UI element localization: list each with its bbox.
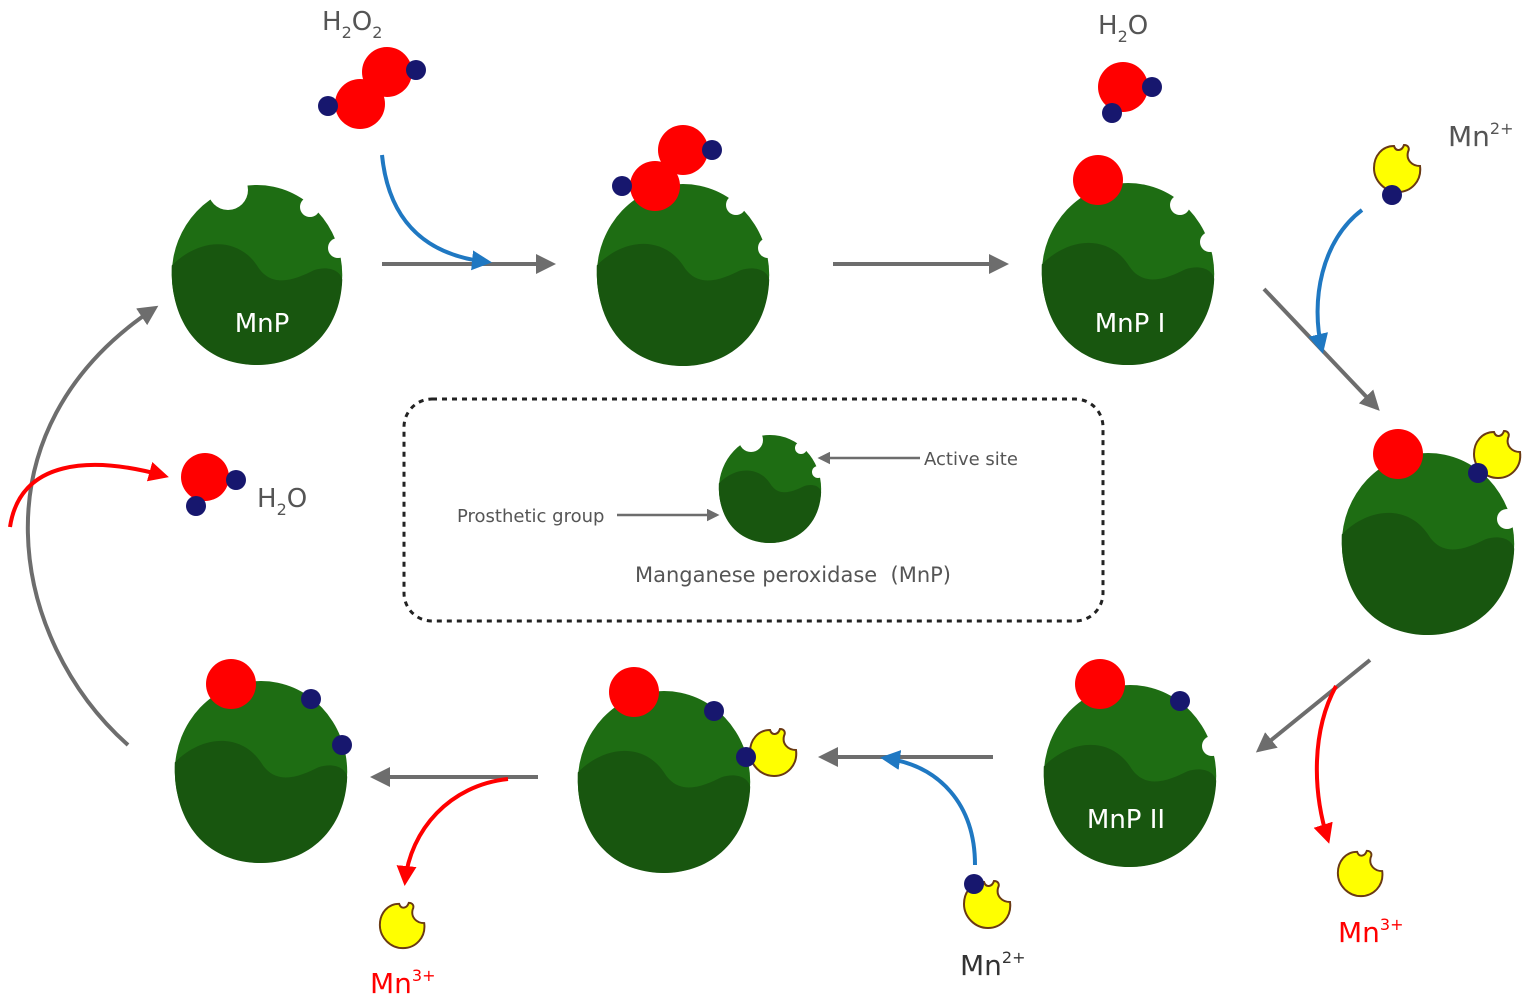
mn3-output-arrow — [1313, 685, 1338, 844]
active-site-pocket — [1170, 195, 1190, 215]
mn2-input-arrow — [880, 750, 977, 866]
h2o2-molecule: H2O2 — [318, 7, 426, 129]
enzyme-mnp-i: MnP I — [1041, 155, 1220, 365]
hydrogen-atom-icon — [704, 701, 724, 721]
mn2-label-top: Mn2+ — [1448, 119, 1514, 153]
water-molecule-released: H2O — [1098, 11, 1162, 123]
oxygen-atom-icon — [1098, 62, 1148, 112]
oxygen-atom-icon — [658, 125, 708, 175]
hydrogen-atom-icon — [612, 176, 632, 196]
legend-box: Active site Prosthetic group Manganese p… — [402, 397, 1105, 623]
hydrogen-atom-icon — [226, 470, 246, 490]
enzyme-icon — [577, 691, 751, 873]
mn3-output-arrow — [396, 777, 509, 886]
active-site-pocket — [726, 195, 746, 215]
oxygen-atom-icon — [609, 667, 659, 717]
oxygen-atom-icon — [630, 161, 680, 211]
hydrogen-atom-icon — [702, 140, 722, 160]
oxygen-atom-icon — [181, 453, 229, 501]
h2o-label-top: H2O — [1098, 11, 1148, 46]
enzyme-mnp-final-state — [174, 659, 352, 863]
active-site-pocket — [300, 197, 320, 217]
enzyme-icon — [1043, 685, 1217, 867]
hydrogen-atom-icon — [1468, 463, 1488, 483]
hydrogen-atom-icon — [301, 689, 321, 709]
active-site-pocket — [1202, 736, 1222, 756]
oxygen-atom-icon — [206, 659, 256, 709]
active-site-pocket — [328, 238, 348, 258]
enzyme-mnp-resting: MnP — [171, 170, 348, 365]
enzyme-mnp-ii-mn2-complex — [577, 667, 798, 873]
active-site-pocket — [739, 428, 763, 452]
legend-active-site: Active site — [924, 449, 1018, 470]
mn2-ion-top: Mn2+ — [1373, 119, 1514, 205]
legend-border — [402, 397, 1105, 623]
enzyme-icon — [1341, 453, 1515, 635]
active-site-pocket — [812, 466, 824, 478]
enzyme-label-mnp-ii: MnP II — [1087, 805, 1165, 835]
active-site-pocket — [1200, 232, 1220, 252]
hydrogen-atom-icon — [332, 735, 352, 755]
active-site-pocket — [795, 442, 807, 454]
mn3-label-bottom: Mn3+ — [370, 966, 436, 1000]
legend-caption: Manganese peroxidase (MnP) — [635, 563, 951, 587]
mn2-label-bottom: Mn2+ — [960, 948, 1026, 982]
mn2-input-arrow — [1308, 208, 1364, 354]
enzyme-icon — [174, 681, 348, 863]
enzyme-mnp-i-mn2-complex — [1341, 429, 1522, 635]
water-molecule-left: H2O — [181, 453, 307, 519]
active-site-pocket — [208, 170, 248, 210]
mn3-ion-bottom: Mn3+ — [370, 901, 436, 1000]
hydrogen-atom-icon — [318, 96, 338, 116]
manganese-ion-icon — [1336, 849, 1384, 898]
h2o2-input-arrow — [380, 154, 492, 271]
hydrogen-atom-icon — [1102, 103, 1122, 123]
manganese-ion-icon — [1373, 144, 1422, 193]
step-arrow — [1255, 658, 1372, 753]
hydrogen-atom-icon — [406, 60, 426, 80]
oxygen-atom-icon — [1073, 155, 1123, 205]
oxygen-atom-icon — [1075, 659, 1125, 709]
active-site-pocket — [1497, 509, 1517, 529]
active-site-pocket — [758, 238, 778, 258]
manganese-ion-icon — [749, 728, 798, 777]
h2o-label-left: H2O — [257, 484, 307, 519]
hydrogen-atom-icon — [964, 874, 984, 894]
hydrogen-atom-icon — [1382, 185, 1402, 205]
return-arrow — [25, 305, 159, 747]
oxygen-atom-icon — [335, 79, 385, 129]
hydrogen-atom-icon — [1170, 691, 1190, 711]
hydrogen-atom-icon — [736, 747, 756, 767]
h2o2-label: H2O2 — [322, 7, 382, 42]
enzyme-mnp-ii: MnP II — [1043, 659, 1222, 867]
enzyme-label-mnp: MnP — [235, 309, 290, 339]
oxygen-atom-icon — [1373, 429, 1423, 479]
hydrogen-atom-icon — [186, 496, 206, 516]
enzyme-mnp-h2o2-complex — [596, 125, 778, 366]
manganese-ion-icon — [378, 901, 426, 950]
legend-prosthetic-group: Prosthetic group — [457, 506, 604, 527]
hydrogen-atom-icon — [1142, 77, 1162, 97]
mn3-label-right: Mn3+ — [1338, 915, 1404, 949]
mn2-ion-bottom: Mn2+ — [960, 874, 1026, 982]
water-output-arrow — [8, 462, 169, 528]
enzyme-label-mnp-i: MnP I — [1095, 309, 1166, 339]
mn3-ion-right: Mn3+ — [1336, 849, 1404, 949]
